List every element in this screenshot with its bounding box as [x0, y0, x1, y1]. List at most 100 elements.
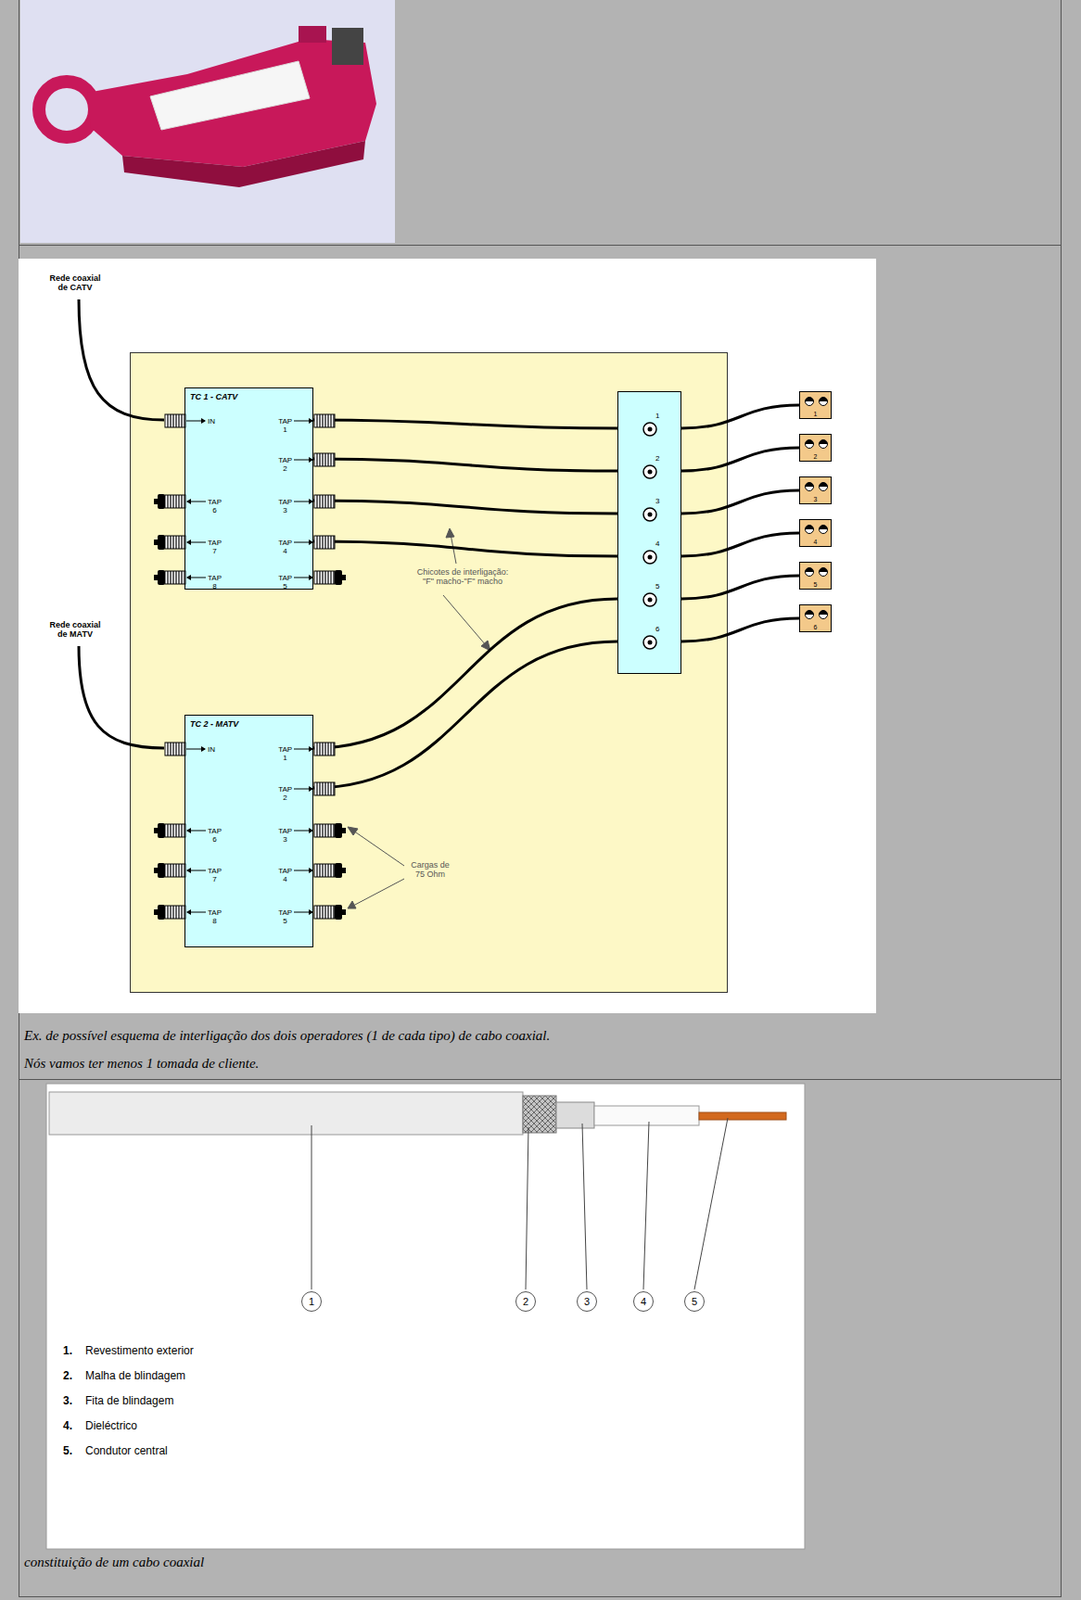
- arrow-head: [308, 909, 314, 916]
- client-outlet: 3: [799, 476, 832, 505]
- f-connector: [314, 824, 335, 838]
- f-connector-thread: [172, 864, 174, 878]
- caption: Nós vamos ter menos 1 tomada de cliente.: [24, 1055, 259, 1072]
- f-connector-thread: [327, 782, 329, 796]
- socket-symbol: [805, 397, 814, 407]
- feeder-cable: [78, 299, 165, 420]
- list-number: 3.: [63, 1394, 73, 1408]
- f-connector-thread: [332, 495, 334, 509]
- f-connector-thread: [327, 414, 329, 428]
- f-connector-thread: [166, 571, 168, 585]
- load-75-ohm: [157, 904, 166, 920]
- f-connector-thread: [180, 864, 182, 878]
- tap-label: TAP 6: [207, 826, 222, 844]
- f-connector-thread: [327, 864, 329, 878]
- network-label: Rede coaxial de CATV: [46, 273, 104, 293]
- jumper-cable: [681, 575, 800, 599]
- socket-symbol: [819, 397, 828, 407]
- callout-number: 5: [684, 1291, 705, 1312]
- f-connector-thread: [321, 824, 323, 838]
- tap-label: TAP 8: [207, 908, 222, 926]
- f-connector-thread: [180, 495, 182, 509]
- load-75-ohm: [334, 863, 343, 878]
- socket-symbol: [805, 440, 814, 446]
- f-port: [643, 635, 657, 649]
- f-connector-thread: [175, 905, 177, 919]
- note-label: Cargas de 75 Ohm: [407, 860, 453, 879]
- f-connector-thread: [316, 742, 318, 756]
- f-connector-thread: [175, 571, 177, 585]
- f-connector: [165, 864, 186, 878]
- part-name: Fita de blindagem: [85, 1394, 174, 1408]
- port-number: 5: [655, 582, 660, 591]
- socket-symbol: [819, 568, 828, 573]
- f-connector-thread: [324, 864, 326, 878]
- f-connector-thread: [330, 742, 331, 756]
- tap-label: TAP 4: [278, 538, 293, 556]
- arrow-head: [308, 457, 314, 463]
- f-connector-thread: [183, 824, 185, 838]
- port-number: 6: [655, 624, 660, 634]
- socket-symbol: [819, 440, 828, 449]
- tap-label: TAP 5: [278, 908, 293, 926]
- f-connector: [165, 905, 186, 919]
- f-connector-thread: [330, 782, 331, 796]
- row-divider: [18, 1079, 1062, 1081]
- f-port: [643, 550, 657, 564]
- f-connector-thread: [332, 742, 334, 756]
- f-connector-thread: [169, 824, 171, 838]
- arrow-head: [308, 418, 314, 424]
- f-connector-thread: [324, 824, 326, 838]
- callout-number: 3: [576, 1291, 598, 1312]
- load-75-ohm: [153, 827, 158, 834]
- f-connector-thread: [175, 742, 177, 756]
- f-connector-thread: [180, 535, 182, 549]
- f-connector-thread: [324, 905, 326, 919]
- f-port: [643, 465, 657, 479]
- f-connector: [165, 824, 186, 838]
- f-connector-thread: [321, 571, 323, 585]
- socket-symbol: [805, 483, 814, 488]
- f-connector: [314, 571, 335, 585]
- socket-symbol: [819, 610, 828, 620]
- tap-label: TAP 4: [278, 866, 293, 884]
- f-port-pin: [648, 640, 653, 646]
- f-connector-thread: [327, 495, 329, 509]
- f-connector: [314, 782, 335, 796]
- callout-number: 2: [515, 1291, 536, 1312]
- f-connector-thread: [172, 535, 174, 549]
- tap-label: TAP 5: [278, 573, 293, 591]
- arrow-head: [186, 498, 191, 505]
- f-connector-thread: [316, 414, 318, 428]
- feeder-cable: [78, 646, 165, 749]
- f-connector-thread: [327, 453, 329, 467]
- f-connector-thread: [183, 535, 185, 549]
- f-connector-thread: [321, 782, 323, 796]
- load-75-ohm: [153, 539, 158, 546]
- f-connector-thread: [169, 864, 171, 878]
- f-port-pin: [648, 555, 653, 560]
- f-connector-thread: [332, 905, 334, 919]
- jumper-cable: [681, 490, 800, 514]
- port-number: 3: [655, 496, 660, 506]
- f-connector-thread: [175, 495, 177, 509]
- f-connector-thread: [316, 905, 318, 919]
- socket-symbol: [805, 440, 814, 449]
- jumper-cable: [313, 598, 618, 749]
- f-connector-thread: [178, 905, 179, 919]
- tap-coupler-box: TC 1 - CATVINTAP 1TAP 2TAP 3TAP 4TAP 5TA…: [184, 387, 314, 590]
- f-connector-thread: [178, 824, 179, 838]
- part-name: Malha de blindagem: [85, 1369, 186, 1383]
- f-connector-thread: [324, 535, 326, 549]
- load-75-ohm: [334, 904, 343, 920]
- socket-symbol: [819, 568, 828, 577]
- arrow-head: [186, 574, 191, 581]
- f-connector-thread: [316, 782, 318, 796]
- f-connector-thread: [332, 782, 334, 796]
- f-connector-thread: [178, 495, 179, 509]
- f-port: [643, 593, 657, 607]
- f-connector-thread: [318, 742, 320, 756]
- f-connector-thread: [175, 414, 177, 428]
- box-decoration: [185, 388, 315, 591]
